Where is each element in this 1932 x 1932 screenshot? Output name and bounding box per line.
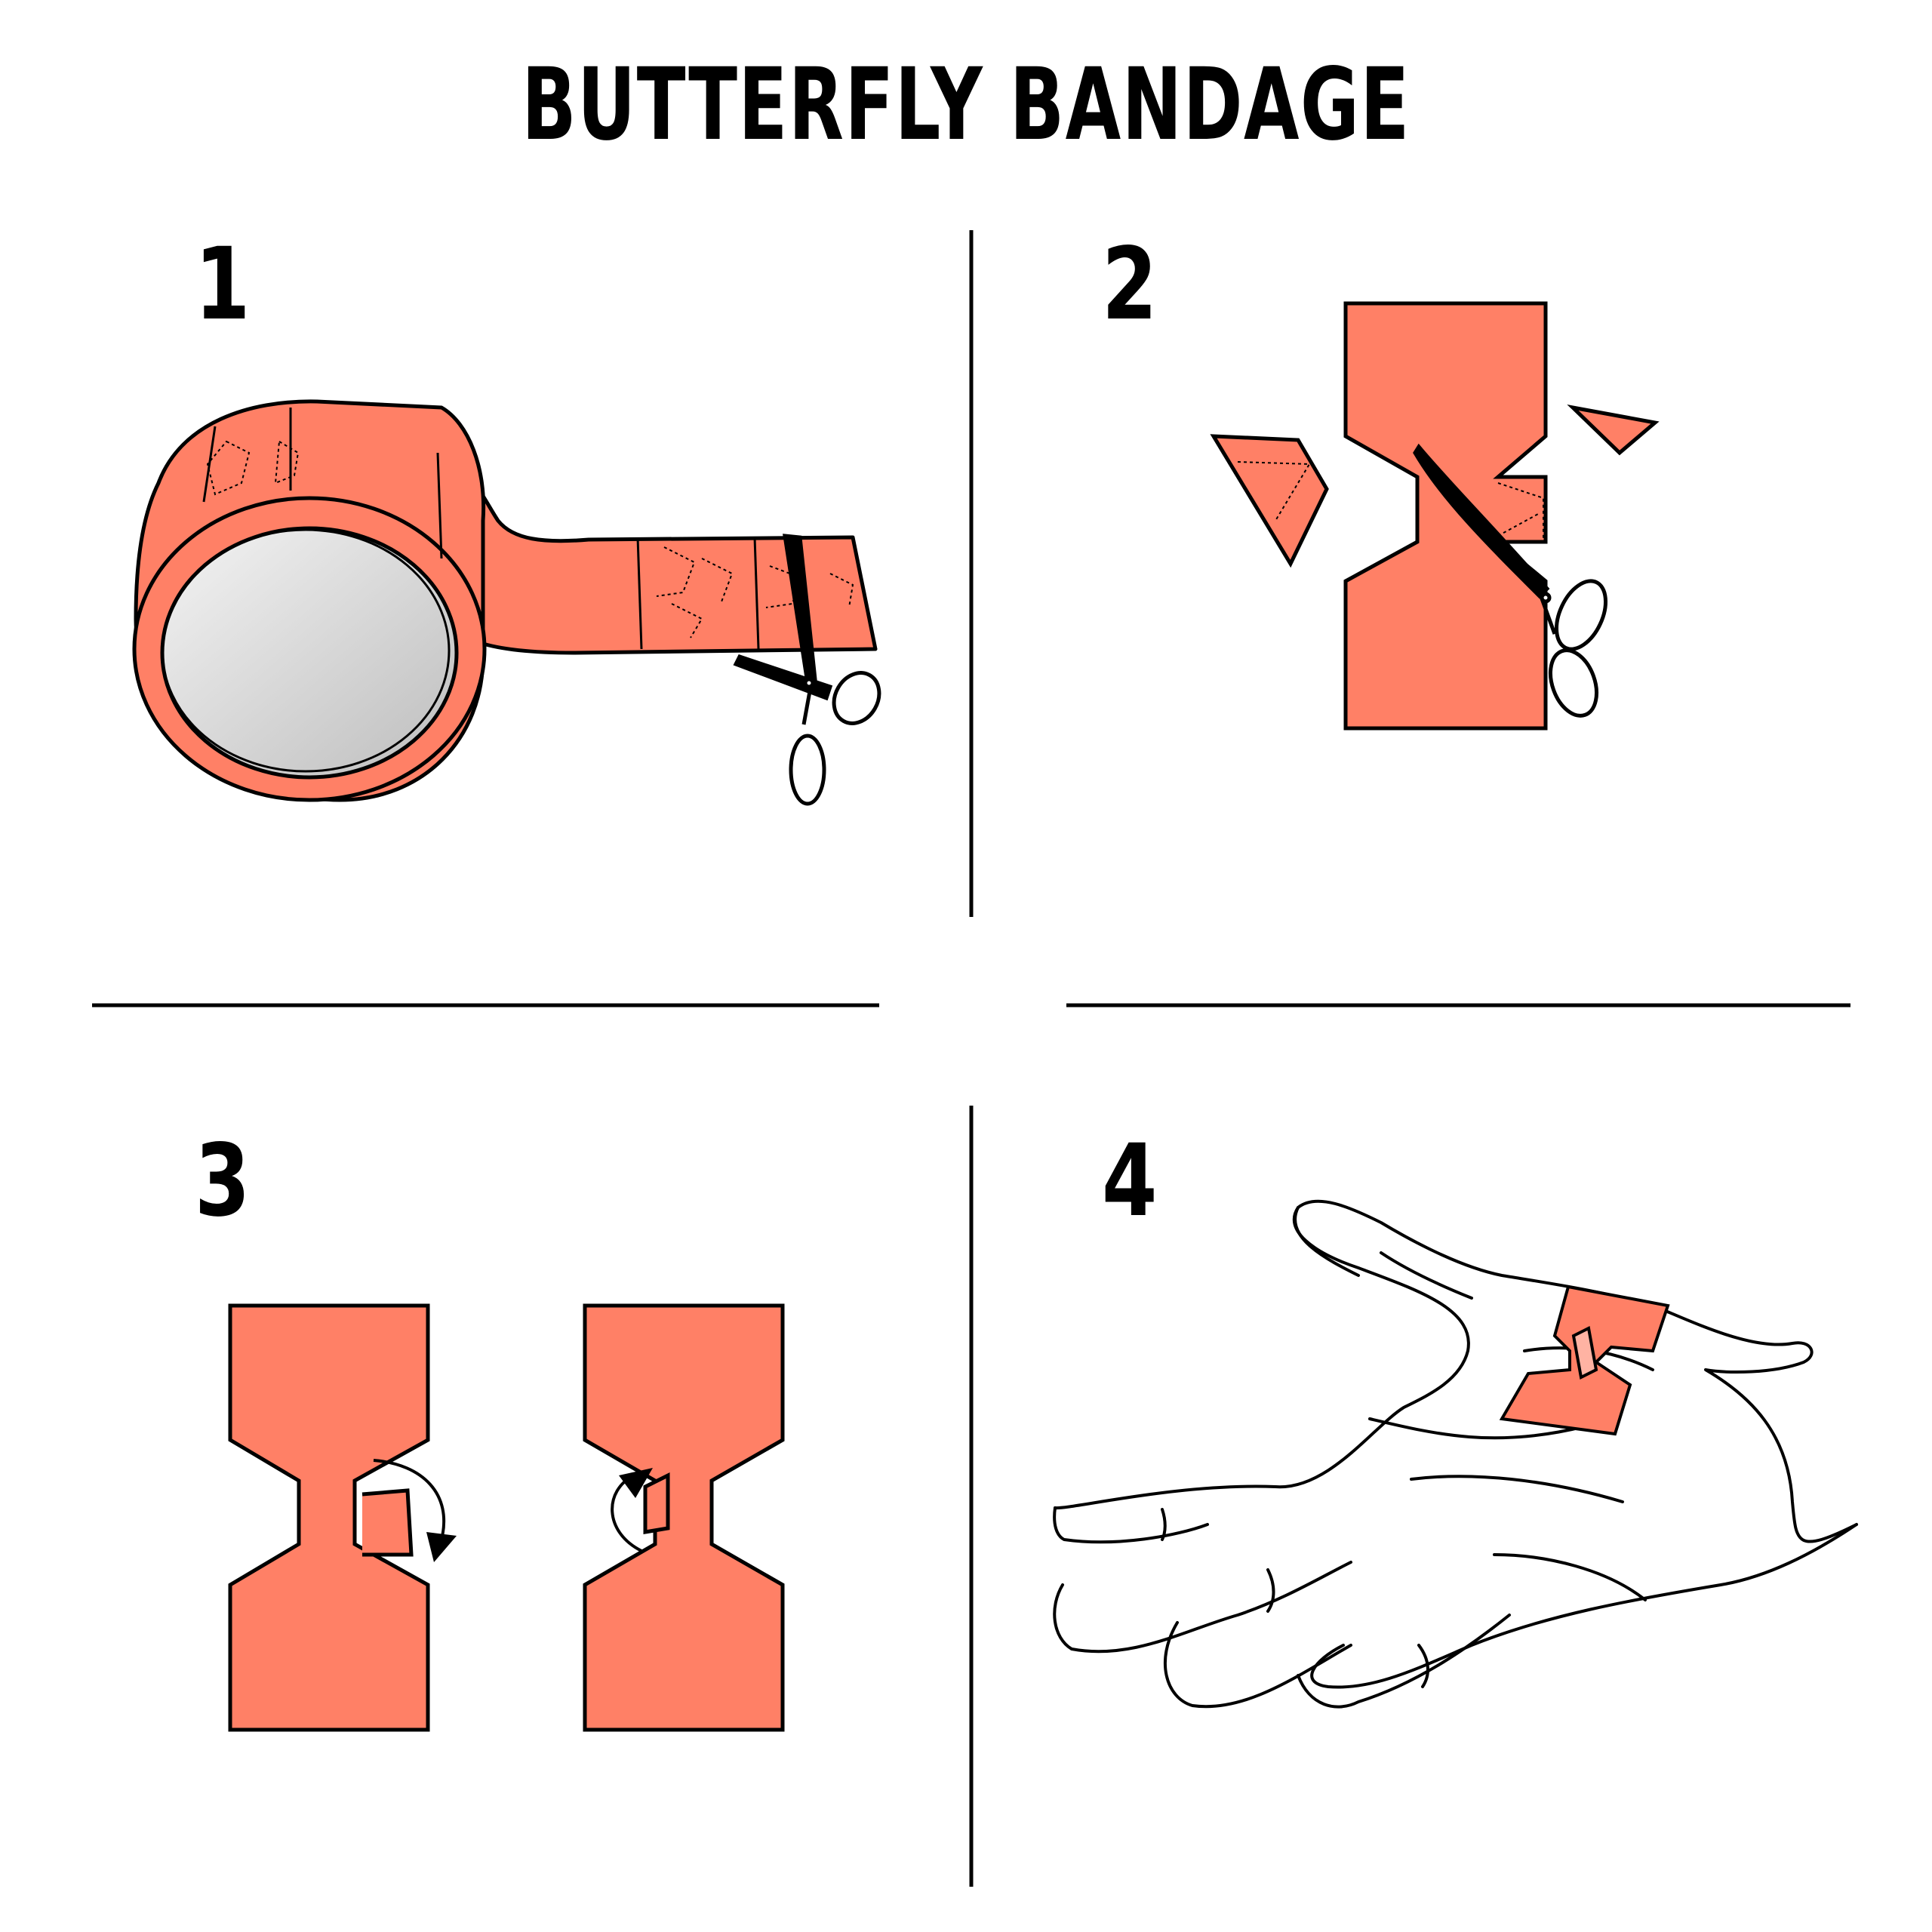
cut-piece-left [1210,434,1329,568]
finger-crease-3 [1417,1644,1429,1688]
tape-seams [202,408,760,650]
thumb [1294,1206,1473,1300]
bandage-fold-left [228,1303,430,1732]
step-4-number: 4 [1102,1123,1158,1239]
palm-crease-2 [1410,1475,1624,1503]
finger-1 [1053,1506,1209,1544]
cut-piece-right [1567,405,1660,456]
tape-roll [132,399,878,802]
finger-3 [1163,1621,1352,1709]
step-2-number: 2 [1102,226,1158,343]
fold-flap-left [361,1488,414,1557]
palm-lower [1310,1523,1858,1689]
fold-flap-right [643,1472,670,1534]
palm-crease-3 [1493,1553,1647,1601]
finger-crease-1 [1161,1508,1167,1541]
hand [1053,1199,1858,1709]
finger-2 [1053,1561,1352,1654]
page-title: BUTTERFLY BANDAGE [521,47,1411,163]
cut-guides-step2 [1497,482,1544,540]
cut-guides-piece [1237,461,1311,521]
arrow-head-right [619,1468,653,1498]
finger-4 [1297,1614,1511,1709]
arrow-head-left [426,1532,457,1562]
fold-arrow-left [373,1459,446,1540]
bandage-being-cut [1343,301,1548,731]
scissors-icon-step2 [1413,443,1607,718]
applied-bandage-fold [1571,1326,1598,1380]
step-3-number: 3 [195,1123,251,1239]
roll-core [160,526,459,780]
roll-core-rim [161,528,451,773]
step-1-number: 1 [195,226,251,343]
hand-outline [1054,1199,1858,1543]
palm-crease-1 [1368,1417,1586,1440]
applied-bandage [1499,1284,1670,1436]
cut-off-pieces [1210,405,1660,568]
scissors-icon-step1 [733,534,881,806]
finger-crease-2 [1266,1568,1275,1613]
